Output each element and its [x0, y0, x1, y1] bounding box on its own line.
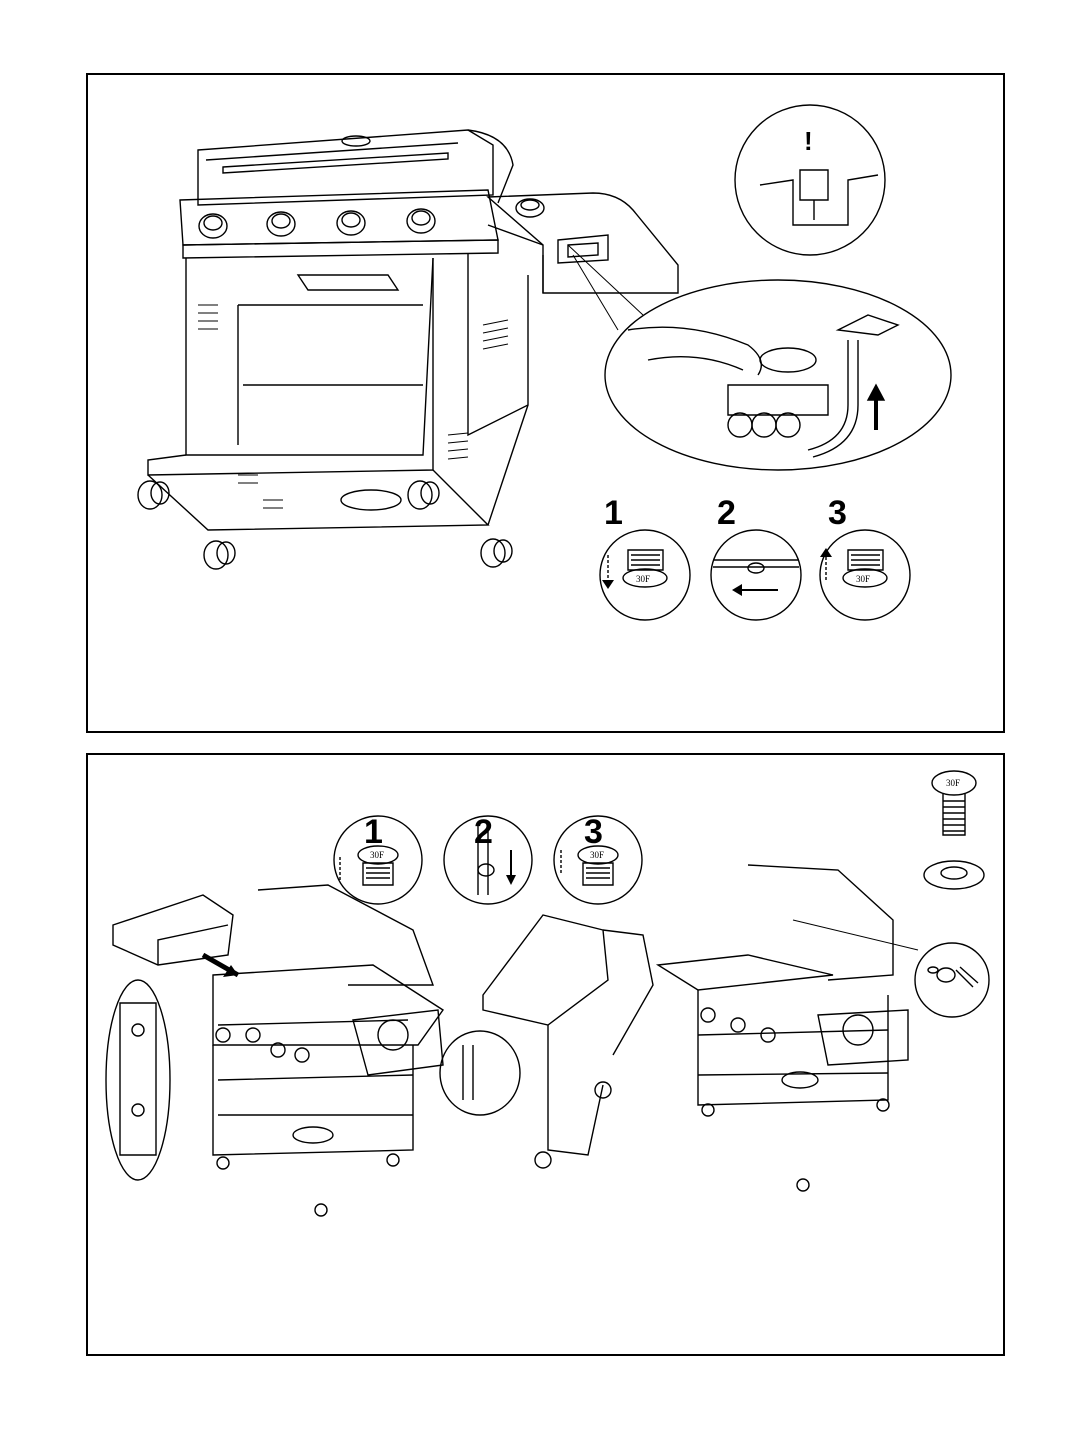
side-shelf-installation-illustration: 1 2 3 30F 30F 30F — [88, 755, 1003, 1354]
step-number: 2 — [474, 813, 493, 851]
vent-slots — [198, 305, 508, 508]
gas-valve-detail-ellipse — [605, 280, 951, 470]
step-number: 1 — [364, 813, 383, 851]
step-number: 3 — [584, 813, 603, 851]
grill-assembly-1 — [213, 885, 443, 1216]
assembly-step-panel-top: ! 1 2 3 30F 30F — [86, 73, 1005, 733]
screw-label: 30F — [590, 850, 604, 860]
step-number: 3 — [828, 494, 847, 532]
step-number: 2 — [717, 494, 736, 532]
side-shelf-part — [113, 895, 233, 965]
bolt-detail-circle — [915, 943, 989, 1017]
grill-assembly-side-view — [440, 915, 653, 1168]
screw-label: 30F — [636, 574, 650, 584]
screw-label: 30F — [370, 850, 384, 860]
step-number: 1 — [604, 494, 623, 532]
screw-part-label: 30F — [946, 778, 960, 788]
burner-knobs — [199, 209, 435, 238]
side-burner-shelf — [488, 193, 678, 293]
assembly-step-panel-bottom: 1 2 3 30F 30F 30F — [86, 753, 1005, 1356]
washer-part-icon — [924, 861, 984, 889]
cart-frame — [148, 253, 528, 530]
grill-side-burner-illustration: ! 1 2 3 30F 30F — [88, 75, 1003, 731]
warning-symbol: ! — [804, 126, 813, 156]
screw-label: 30F — [856, 574, 870, 584]
grill-assembly-final — [658, 865, 918, 1191]
keyhole-slot-detail — [106, 980, 170, 1180]
